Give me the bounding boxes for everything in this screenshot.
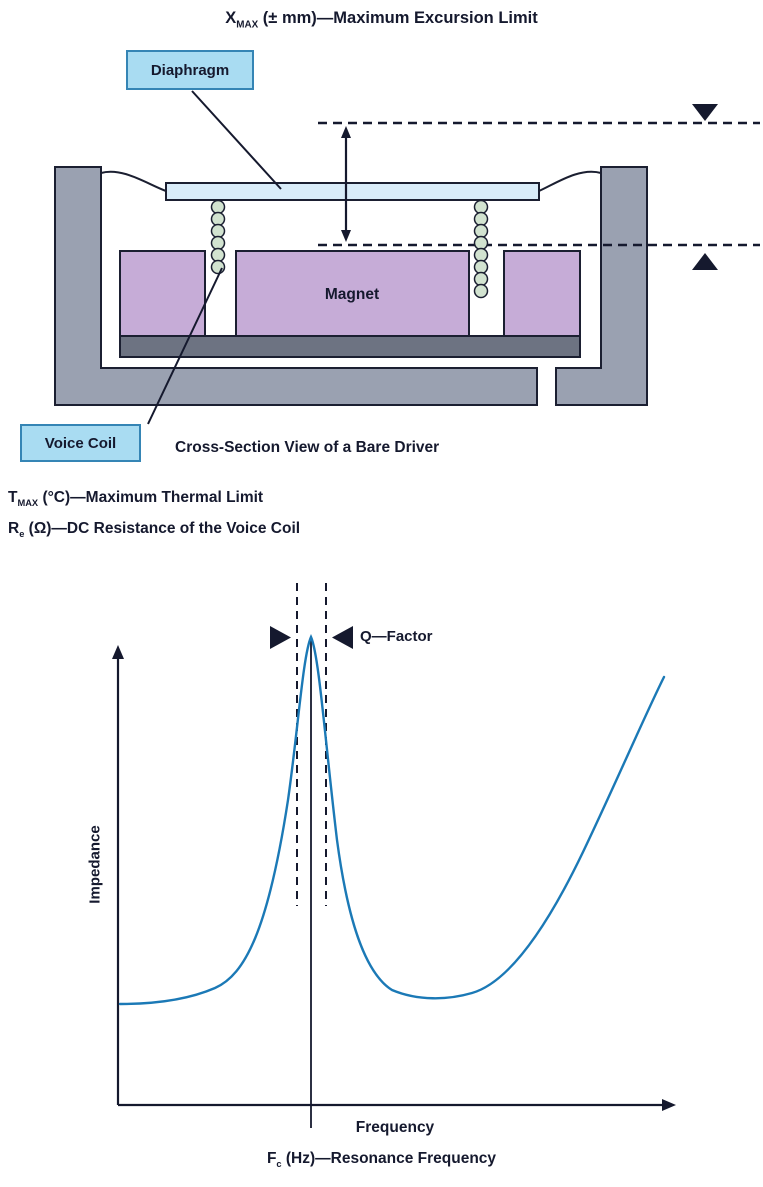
coil-turn [210, 211, 226, 227]
coil-turn [473, 211, 489, 227]
xmax-title-rest: (± mm)—Maximum Excursion Limit [258, 9, 538, 27]
suspension-left [100, 170, 167, 192]
x-axis-arrowhead [662, 1099, 676, 1111]
coil-turn [210, 259, 226, 275]
down-triangle-marker [692, 104, 718, 121]
coil-turn [473, 223, 489, 239]
tmax-line: TMAX (°C)—Maximum Thermal Limit [8, 489, 263, 508]
coil-turn [473, 283, 489, 299]
tmax-prefix: T [8, 489, 18, 506]
magnet-label: Magnet [325, 286, 379, 303]
left-pointing-triangle [332, 626, 353, 649]
xmax-title-subscript: MAX [236, 19, 259, 31]
diaphragm-label-text: Diaphragm [150, 61, 230, 79]
coil-turn [473, 235, 489, 251]
fc-subscript: c [276, 1159, 282, 1170]
re-rest: (Ω)—DC Resistance of the Voice Coil [24, 520, 301, 537]
coil-turn [473, 199, 489, 215]
impedance-curve [118, 634, 666, 1006]
re-line: Re (Ω)—DC Resistance of the Voice Coil [8, 520, 300, 539]
frame-right [555, 166, 648, 406]
coil-turn [210, 223, 226, 239]
impedance-chart [112, 583, 676, 1128]
magnet-right [503, 250, 581, 337]
xmax-title: XMAX (± mm)—Maximum Excursion Limit [0, 9, 763, 30]
re-subscript: e [19, 529, 25, 540]
xmax-title-prefix: X [225, 9, 237, 27]
magnet-center [235, 250, 470, 337]
up-triangle-marker [692, 253, 718, 270]
fc-rest: (Hz)—Resonance Frequency [281, 1150, 497, 1167]
coil-turn [473, 247, 489, 263]
coil-turn [210, 199, 226, 215]
tmax-subscript: MAX [17, 498, 39, 509]
voice-coil-pointer-line [147, 267, 223, 425]
y-axis-label: Impedance [86, 825, 104, 904]
diaphragm-label-box: Diaphragm [126, 50, 254, 90]
fc-caption: Fc (Hz)—Resonance Frequency [0, 1150, 763, 1169]
voice-coil-left [210, 199, 226, 275]
magnet-left [119, 250, 206, 337]
diaphragm-pointer-line [191, 90, 282, 190]
coil-turn [210, 235, 226, 251]
excursion-double-arrow [341, 126, 351, 242]
re-prefix: R [8, 520, 20, 537]
diaphragm [165, 182, 540, 201]
voice-coil-right [473, 199, 489, 299]
q-factor-label: Q—Factor [360, 628, 433, 645]
coil-turn [473, 259, 489, 275]
suspension-right [538, 170, 602, 192]
fc-prefix: F [266, 1150, 277, 1167]
y-axis-arrowhead [112, 645, 124, 659]
frame-left [54, 166, 538, 406]
right-pointing-triangle [270, 626, 291, 649]
cross-section-caption: Cross-Section View of a Bare Driver [175, 439, 440, 456]
x-axis-label: Frequency [355, 1119, 435, 1136]
voice-coil-label-text: Voice Coil [44, 434, 117, 452]
tmax-rest: (°C)—Maximum Thermal Limit [38, 489, 264, 506]
coil-turn [210, 247, 226, 263]
coil-turn [473, 271, 489, 287]
voice-coil-label-box: Voice Coil [20, 424, 141, 462]
